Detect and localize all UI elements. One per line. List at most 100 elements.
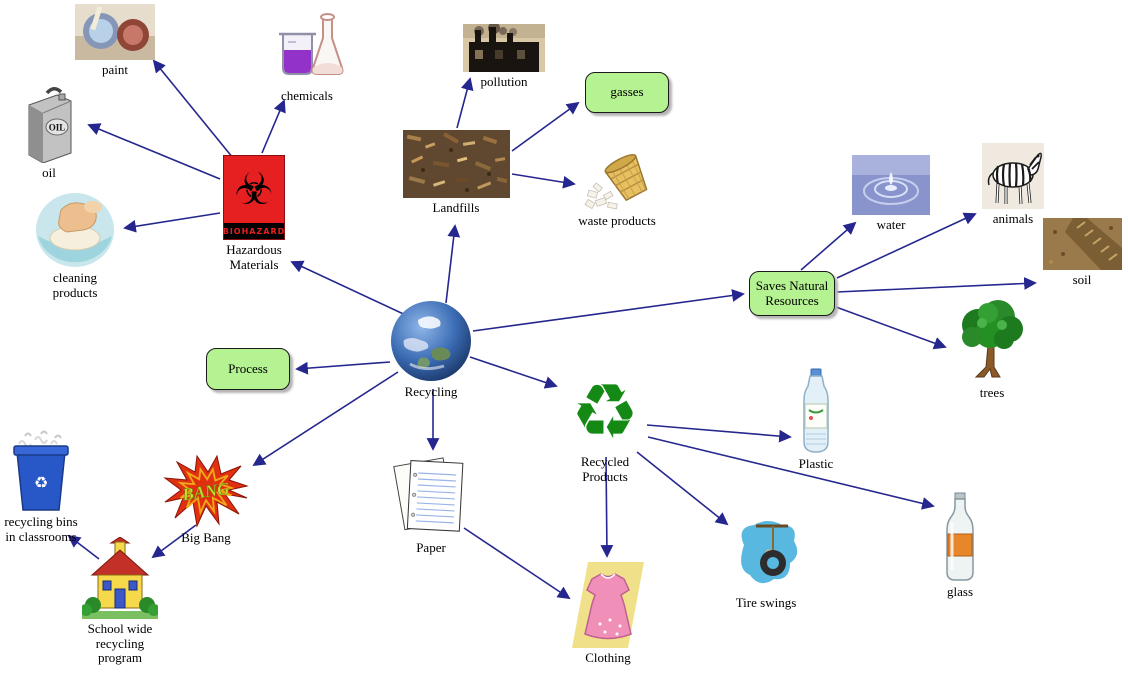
dress-icon xyxy=(572,562,644,648)
edge-paper-clothing[interactable] xyxy=(463,527,571,600)
edge-snr-water[interactable] xyxy=(800,221,857,271)
landfill-photo-icon xyxy=(402,130,510,198)
edge-recycling-hazardous-materials[interactable] xyxy=(290,260,413,319)
node-label-recycled-products: Recycled Products xyxy=(580,454,630,484)
node-recycling[interactable]: Recycling xyxy=(388,300,474,400)
tire-swing-icon xyxy=(732,517,800,593)
node-cleaning-products[interactable]: cleaning products xyxy=(33,192,117,300)
node-water[interactable]: water xyxy=(851,155,931,233)
node-hazardous-materials[interactable]: ☣ BIOHAZARD Hazardous Materials xyxy=(217,155,291,272)
water-ripple-icon xyxy=(852,155,930,215)
node-label-recycling: Recycling xyxy=(404,384,458,399)
paint-cans-icon xyxy=(75,4,155,60)
edge-hazardous-materials-paint[interactable] xyxy=(152,59,234,159)
node-label-pollution: pollution xyxy=(480,74,528,89)
notebook-paper-icon xyxy=(393,454,469,538)
plastic-bottle-icon xyxy=(797,368,835,454)
node-label-landfills: Landfills xyxy=(432,200,480,215)
node-label-animals: animals xyxy=(992,211,1034,226)
edge-recycling-process[interactable] xyxy=(295,361,391,375)
oil-can-icon: OIL xyxy=(19,85,79,163)
node-school-program[interactable]: School wide recycling program xyxy=(80,537,160,666)
node-label-school-program: School wide recycling program xyxy=(87,621,153,666)
node-label-big-bang: Big Bang xyxy=(181,530,231,545)
edge-recycling-saves-natural-resources[interactable] xyxy=(472,289,745,332)
node-glass[interactable]: glass xyxy=(936,492,984,600)
blue-bin-icon: ♻ xyxy=(11,428,71,512)
school-house-icon xyxy=(82,537,158,619)
starburst-icon: BANG xyxy=(163,454,249,528)
node-clothing[interactable]: Clothing xyxy=(570,562,646,666)
node-label-chemicals: chemicals xyxy=(281,88,333,103)
node-label-soil: soil xyxy=(1072,272,1092,287)
edge-recycling-recycled-products[interactable] xyxy=(469,356,558,389)
biohazard-symbol-icon: ☣ xyxy=(234,164,274,215)
zebra-icon xyxy=(982,143,1044,209)
node-oil[interactable]: OIL oil xyxy=(13,85,85,181)
node-gasses[interactable]: gasses xyxy=(585,72,669,113)
tree-icon xyxy=(952,295,1032,383)
node-tire-swings[interactable]: Tire swings xyxy=(729,517,803,611)
edge-recycling-big-bang[interactable] xyxy=(252,371,399,467)
node-label-paper: Paper xyxy=(416,540,446,555)
node-label-waste-products: waste products xyxy=(578,213,656,228)
node-label-paint: paint xyxy=(102,62,128,77)
biohazard-sign-icon: ☣ BIOHAZARD xyxy=(223,155,285,240)
recycle-glyph: ♻ xyxy=(570,367,640,456)
node-label-tire-swings: Tire swings xyxy=(735,595,797,610)
node-waste-products[interactable]: waste products xyxy=(568,151,666,229)
glass-bottle-icon xyxy=(941,492,979,582)
node-label-water: water xyxy=(876,217,906,232)
node-label-saves-natural-resources: Saves Natural Resources xyxy=(755,277,829,308)
oil-can-text: OIL xyxy=(49,123,66,133)
node-paper[interactable]: Paper xyxy=(391,454,471,556)
node-label-clothing: Clothing xyxy=(585,650,631,665)
node-pollution[interactable]: pollution xyxy=(460,24,548,90)
node-label-process: Process xyxy=(228,360,268,376)
edge-hazardous-materials-cleaning-products[interactable] xyxy=(123,212,221,233)
node-trees[interactable]: trees xyxy=(950,295,1034,401)
recycle-symbol-icon: ♻ xyxy=(565,374,645,452)
edge-landfills-gasses[interactable] xyxy=(511,101,580,152)
node-label-cleaning-products: cleaning products xyxy=(52,270,98,300)
edge-recycled-products-glass[interactable] xyxy=(647,436,935,510)
node-recycling-bins[interactable]: ♻ recycling bins in classrooms xyxy=(2,428,80,544)
edge-snr-animals[interactable] xyxy=(836,212,977,279)
cleaning-hand-icon xyxy=(35,192,115,268)
node-process[interactable]: Process xyxy=(206,348,290,390)
node-plastic[interactable]: Plastic xyxy=(792,368,840,472)
node-label-oil: oil xyxy=(42,165,56,180)
edge-big-bang-school-program[interactable] xyxy=(151,524,197,559)
node-saves-natural-resources[interactable]: Saves Natural Resources xyxy=(749,271,835,316)
soil-track-icon xyxy=(1042,218,1122,270)
node-label-glass: glass xyxy=(947,584,973,599)
node-label-recycling-bins: recycling bins in classrooms xyxy=(4,514,78,544)
node-paint[interactable]: paint xyxy=(71,4,159,78)
node-label-hazardous-materials: Hazardous Materials xyxy=(226,242,282,272)
node-big-bang[interactable]: BANG Big Bang xyxy=(160,454,252,546)
node-soil[interactable]: soil xyxy=(1041,218,1123,288)
edge-recycled-products-tire-swings[interactable] xyxy=(636,451,729,526)
factory-smoke-icon xyxy=(463,24,545,72)
edge-school-program-recycling-bins[interactable] xyxy=(67,534,100,560)
tipped-basket-icon xyxy=(584,151,650,211)
edge-hazardous-materials-oil[interactable] xyxy=(87,123,221,180)
edge-recycling-landfills[interactable] xyxy=(445,224,461,304)
bin-recycle-glyph: ♻ xyxy=(34,473,48,492)
edge-recycled-products-clothing[interactable] xyxy=(600,456,614,558)
biohazard-sign-text: BIOHAZARD xyxy=(223,223,284,239)
edge-landfills-waste-products[interactable] xyxy=(511,173,576,189)
node-label-plastic: Plastic xyxy=(798,456,834,471)
edge-snr-soil[interactable] xyxy=(836,277,1037,293)
earth-icon xyxy=(390,300,472,382)
node-animals[interactable]: animals xyxy=(980,143,1046,227)
edge-landfills-pollution[interactable] xyxy=(456,77,474,129)
node-recycled-products[interactable]: ♻ Recycled Products xyxy=(561,374,649,484)
edge-hazardous-materials-chemicals[interactable] xyxy=(261,99,286,154)
edge-snr-trees[interactable] xyxy=(835,306,947,350)
node-landfills[interactable]: Landfills xyxy=(402,130,510,216)
node-chemicals[interactable]: chemicals xyxy=(263,8,351,104)
edge-recycled-products-plastic[interactable] xyxy=(646,424,792,443)
